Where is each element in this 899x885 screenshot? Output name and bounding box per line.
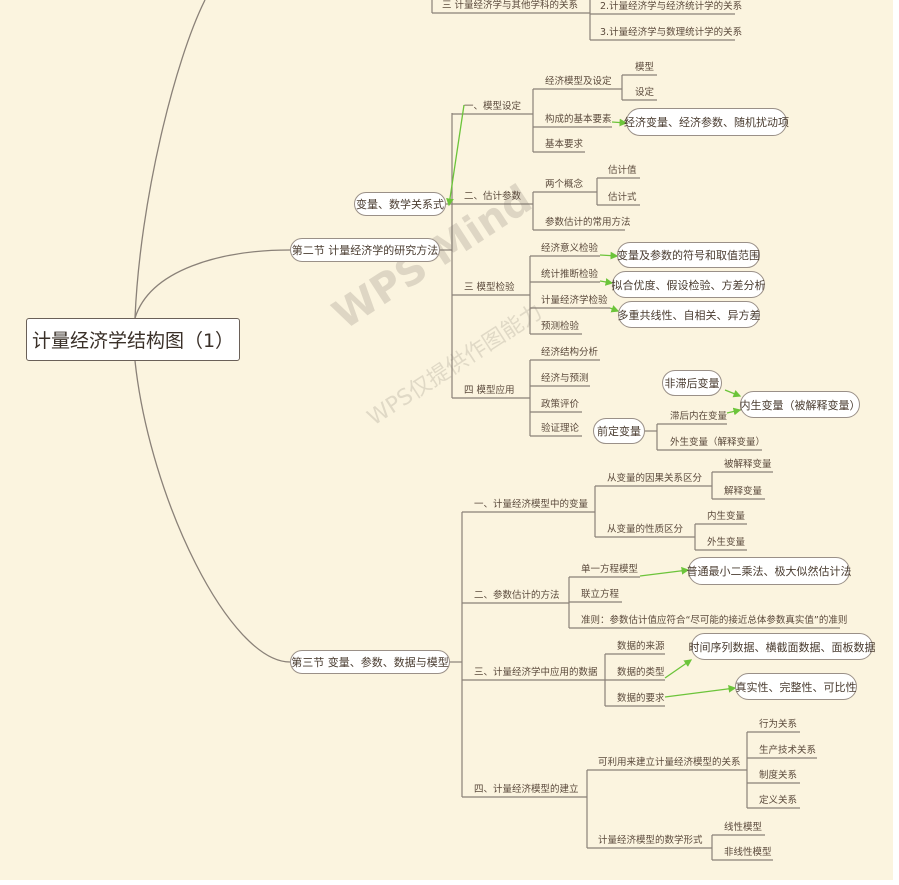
topic-s3-b1-sub2-1[interactable]: 外生变量	[707, 537, 746, 548]
topic-s3-b4-sub2-1[interactable]: 非线性模型	[724, 847, 772, 858]
node-s3-b3-notes-1[interactable]: 真实性、完整性、可比性	[735, 673, 857, 700]
topic-s3-b4-items-1[interactable]: 计量经济模型的数学形式	[598, 835, 703, 846]
topic-s3-b1-sub1-1[interactable]: 解释变量	[724, 486, 763, 497]
node-s2-label[interactable]: 第二节 计量经济学的研究方法	[290, 238, 440, 262]
topic-s3-b3-items-2[interactable]: 数据的要求	[617, 693, 665, 704]
topic-s2-b2-items-1[interactable]: 参数估计的常用方法	[545, 217, 631, 228]
node-s2-b3-notes-0[interactable]: 变量及参数的符号和取值范围	[617, 242, 760, 268]
topic-s2-b1-sub-1[interactable]: 设定	[635, 87, 655, 98]
topic-s2-b3-items-3[interactable]: 预测检验	[541, 321, 580, 332]
node-s2-b3-notes-2[interactable]: 多重共线性、自相关、异方差	[618, 301, 761, 328]
topic-s3-b2-label[interactable]: 二、参数估计的方法	[474, 590, 560, 601]
topic-s2-b3-items-1[interactable]: 统计推断检验	[541, 269, 599, 280]
node-s2-b1-note[interactable]: 经济变量、经济参数、随机扰动项	[624, 108, 789, 136]
topic-s2-b2-items-0[interactable]: 两个概念	[545, 179, 584, 190]
topic-s3-b2-items-1[interactable]: 联立方程	[581, 589, 620, 600]
topic-s2-b2-sub-0[interactable]: 估计值	[608, 165, 637, 176]
topic-s3-b2-items-0[interactable]: 单一方程模型	[581, 564, 639, 575]
topic-s1-items-0[interactable]: 2.计量经济学与经济统计学的关系	[600, 1, 743, 12]
topic-s3-b1-label[interactable]: 一、计量经济模型中的变量	[474, 499, 589, 510]
relation-arrow-1	[611, 118, 628, 127]
topic-s3-b3-items-0[interactable]: 数据的来源	[617, 641, 665, 652]
node-s2-b4-n2[interactable]: 非滞后变量	[662, 370, 722, 396]
relation-arrow-3	[599, 278, 614, 286]
node-s2-b3-notes-1[interactable]: 拟合优度、假设检验、方差分析	[612, 271, 766, 298]
topic-s1-items-1[interactable]: 3.计量经济学与数理统计学的关系	[600, 27, 743, 38]
topic-s2-b2-sub-1[interactable]: 估计式	[608, 192, 637, 203]
root-connector-s2	[134, 249, 291, 319]
relation-arrow-6	[726, 407, 742, 416]
topic-s2-b4-sub-0[interactable]: 滞后内在变量	[670, 411, 728, 422]
relation-arrow-7	[639, 566, 690, 577]
topic-s2-b1-items-2[interactable]: 基本要求	[545, 139, 584, 150]
topic-s3-b1-items-0[interactable]: 从变量的因果关系区分	[607, 473, 703, 484]
topic-s3-b4-items-0[interactable]: 可利用来建立计量经济模型的关系	[598, 757, 741, 768]
topic-s2-b3-items-2[interactable]: 计量经济学检验	[541, 295, 608, 306]
topic-s2-b2-label[interactable]: 二、估计参数	[464, 191, 522, 202]
root-node[interactable]: 计量经济学结构图（1）	[26, 318, 240, 361]
relation-arrow-0	[446, 104, 465, 207]
topic-s1-label[interactable]: 三 计量经济学与其他学科的关系	[442, 0, 579, 11]
node-s3-b3-notes-0[interactable]: 时间序列数据、横截面数据、面板数据	[689, 633, 876, 660]
topic-s2-b4-items-1[interactable]: 经济与预测	[541, 373, 589, 384]
relation-arrow-8	[664, 659, 693, 679]
node-s2-node[interactable]: 变量、数学关系式	[354, 192, 446, 216]
topic-s2-b4-items-3[interactable]: 验证理论	[541, 423, 580, 434]
topic-s3-b1-items-1[interactable]: 从变量的性质区分	[607, 524, 684, 535]
relation-arrow-4	[609, 305, 620, 313]
topic-s2-b3-items-0[interactable]: 经济意义检验	[541, 243, 599, 254]
topic-s2-b4-label[interactable]: 四 模型应用	[464, 385, 515, 396]
topic-s3-b3-items-1[interactable]: 数据的类型	[617, 667, 665, 678]
topic-s3-b4-sub2-0[interactable]: 线性模型	[724, 822, 763, 833]
topic-s3-b1-sub1-0[interactable]: 被解释变量	[724, 459, 772, 470]
topic-s2-b4-items-2[interactable]: 政策评价	[541, 399, 580, 410]
topic-s2-b3-label[interactable]: 三 模型检验	[464, 282, 515, 293]
root-connector-top	[134, 0, 206, 319]
node-s3-label[interactable]: 第三节 变量、参数、数据与模型	[290, 650, 450, 674]
topic-s2-b1-sub-0[interactable]: 模型	[635, 62, 655, 73]
topic-s2-b1-items-0[interactable]: 经济模型及设定	[545, 76, 612, 87]
node-s2-b4-node[interactable]: 前定变量	[593, 418, 645, 444]
topic-s3-b4-label[interactable]: 四、计量经济模型的建立	[474, 784, 579, 795]
topic-s2-b4-items-0[interactable]: 经济结构分析	[541, 347, 599, 358]
relation-arrow-9	[664, 684, 737, 698]
topic-s3-b4-sub1-0[interactable]: 行为关系	[759, 719, 798, 730]
topic-s2-b1-label[interactable]: 一、模型设定	[464, 101, 522, 112]
node-s3-b2-note[interactable]: 普通最小二乘法、极大似然估计法	[687, 557, 852, 585]
topic-s2-b1-items-1[interactable]: 构成的基本要素	[545, 114, 612, 125]
topic-s3-b3-label[interactable]: 三、计量经济学中应用的数据	[474, 667, 598, 678]
root-connector-s3	[134, 360, 291, 663]
topic-s2-b4-sub-1[interactable]: 外生变量（解释变量）	[670, 437, 766, 448]
relation-arrow-2	[599, 251, 619, 260]
topic-s3-b4-sub1-1[interactable]: 生产技术关系	[759, 745, 817, 756]
topic-s3-b4-sub1-3[interactable]: 定义关系	[759, 795, 798, 806]
topic-s3-b4-sub1-2[interactable]: 制度关系	[759, 770, 798, 781]
topic-s3-b2-items-2[interactable]: 准则：参数估计值应符合“尽可能的接近总体参数真实值”的准则	[581, 615, 848, 626]
node-s2-b4-n3[interactable]: 内生变量（被解释变量）	[740, 391, 861, 418]
topic-s3-b1-sub2-0[interactable]: 内生变量	[707, 511, 746, 522]
relation-arrow-5	[724, 389, 742, 398]
